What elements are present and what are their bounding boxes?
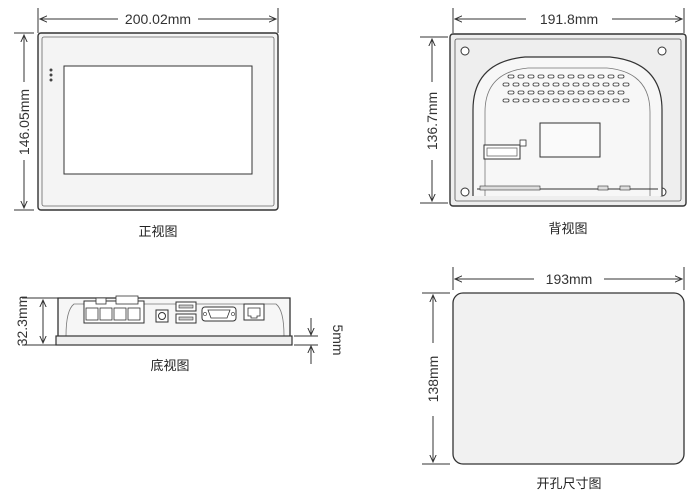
front-height-dimension: 146.05mm — [16, 35, 32, 208]
front-height-label: 146.05mm — [16, 89, 32, 155]
indicator-leds — [49, 68, 53, 82]
audio-jack — [155, 309, 169, 323]
vent-slots — [502, 74, 630, 103]
bottom-depth-label: 5mm — [330, 324, 346, 355]
bottom-view: 32.3mm — [14, 295, 346, 374]
front-width-label: 200.02mm — [125, 11, 191, 27]
cutout-outline — [452, 292, 685, 465]
ethernet-port — [243, 303, 265, 321]
bottom-view-caption: 底视图 — [150, 358, 189, 374]
serial-port — [201, 306, 237, 322]
bottom-bezel — [55, 335, 293, 346]
back-height-label: 136.7mm — [424, 92, 440, 150]
back-switch — [483, 144, 521, 160]
cutout-width-dimension: 193mm — [455, 271, 682, 287]
back-width-label: 191.8mm — [540, 11, 598, 27]
bottom-depth-dimension: 5mm — [311, 318, 346, 364]
back-housing-inner — [454, 38, 682, 202]
cutout-width-label: 193mm — [546, 271, 593, 287]
cutout-view-caption: 开孔尺寸图 — [536, 477, 601, 492]
cutout-height-label: 138mm — [425, 356, 441, 403]
back-connector — [479, 185, 541, 191]
back-label-plate — [539, 122, 601, 158]
front-width-dimension: 200.02mm — [40, 11, 276, 27]
front-bezel-inner — [41, 36, 275, 207]
front-screen — [63, 65, 253, 175]
usb-ports — [175, 301, 197, 324]
bottom-height-label: 32.3mm — [14, 296, 30, 347]
cutout-view: 193mm 138mm 开孔尺寸图 — [422, 267, 685, 492]
back-view-caption: 背视图 — [548, 222, 587, 237]
front-view: 200.02mm 146.05mm 正视图 — [14, 8, 279, 240]
bottom-height-dimension: 32.3mm — [14, 296, 43, 347]
back-width-dimension: 191.8mm — [455, 11, 682, 27]
terminal-block — [83, 295, 145, 324]
back-view: 191.8mm 136.7mm — [420, 8, 687, 237]
cutout-height-dimension: 138mm — [425, 295, 441, 462]
back-height-dimension: 136.7mm — [424, 39, 440, 201]
front-view-caption: 正视图 — [138, 225, 177, 240]
